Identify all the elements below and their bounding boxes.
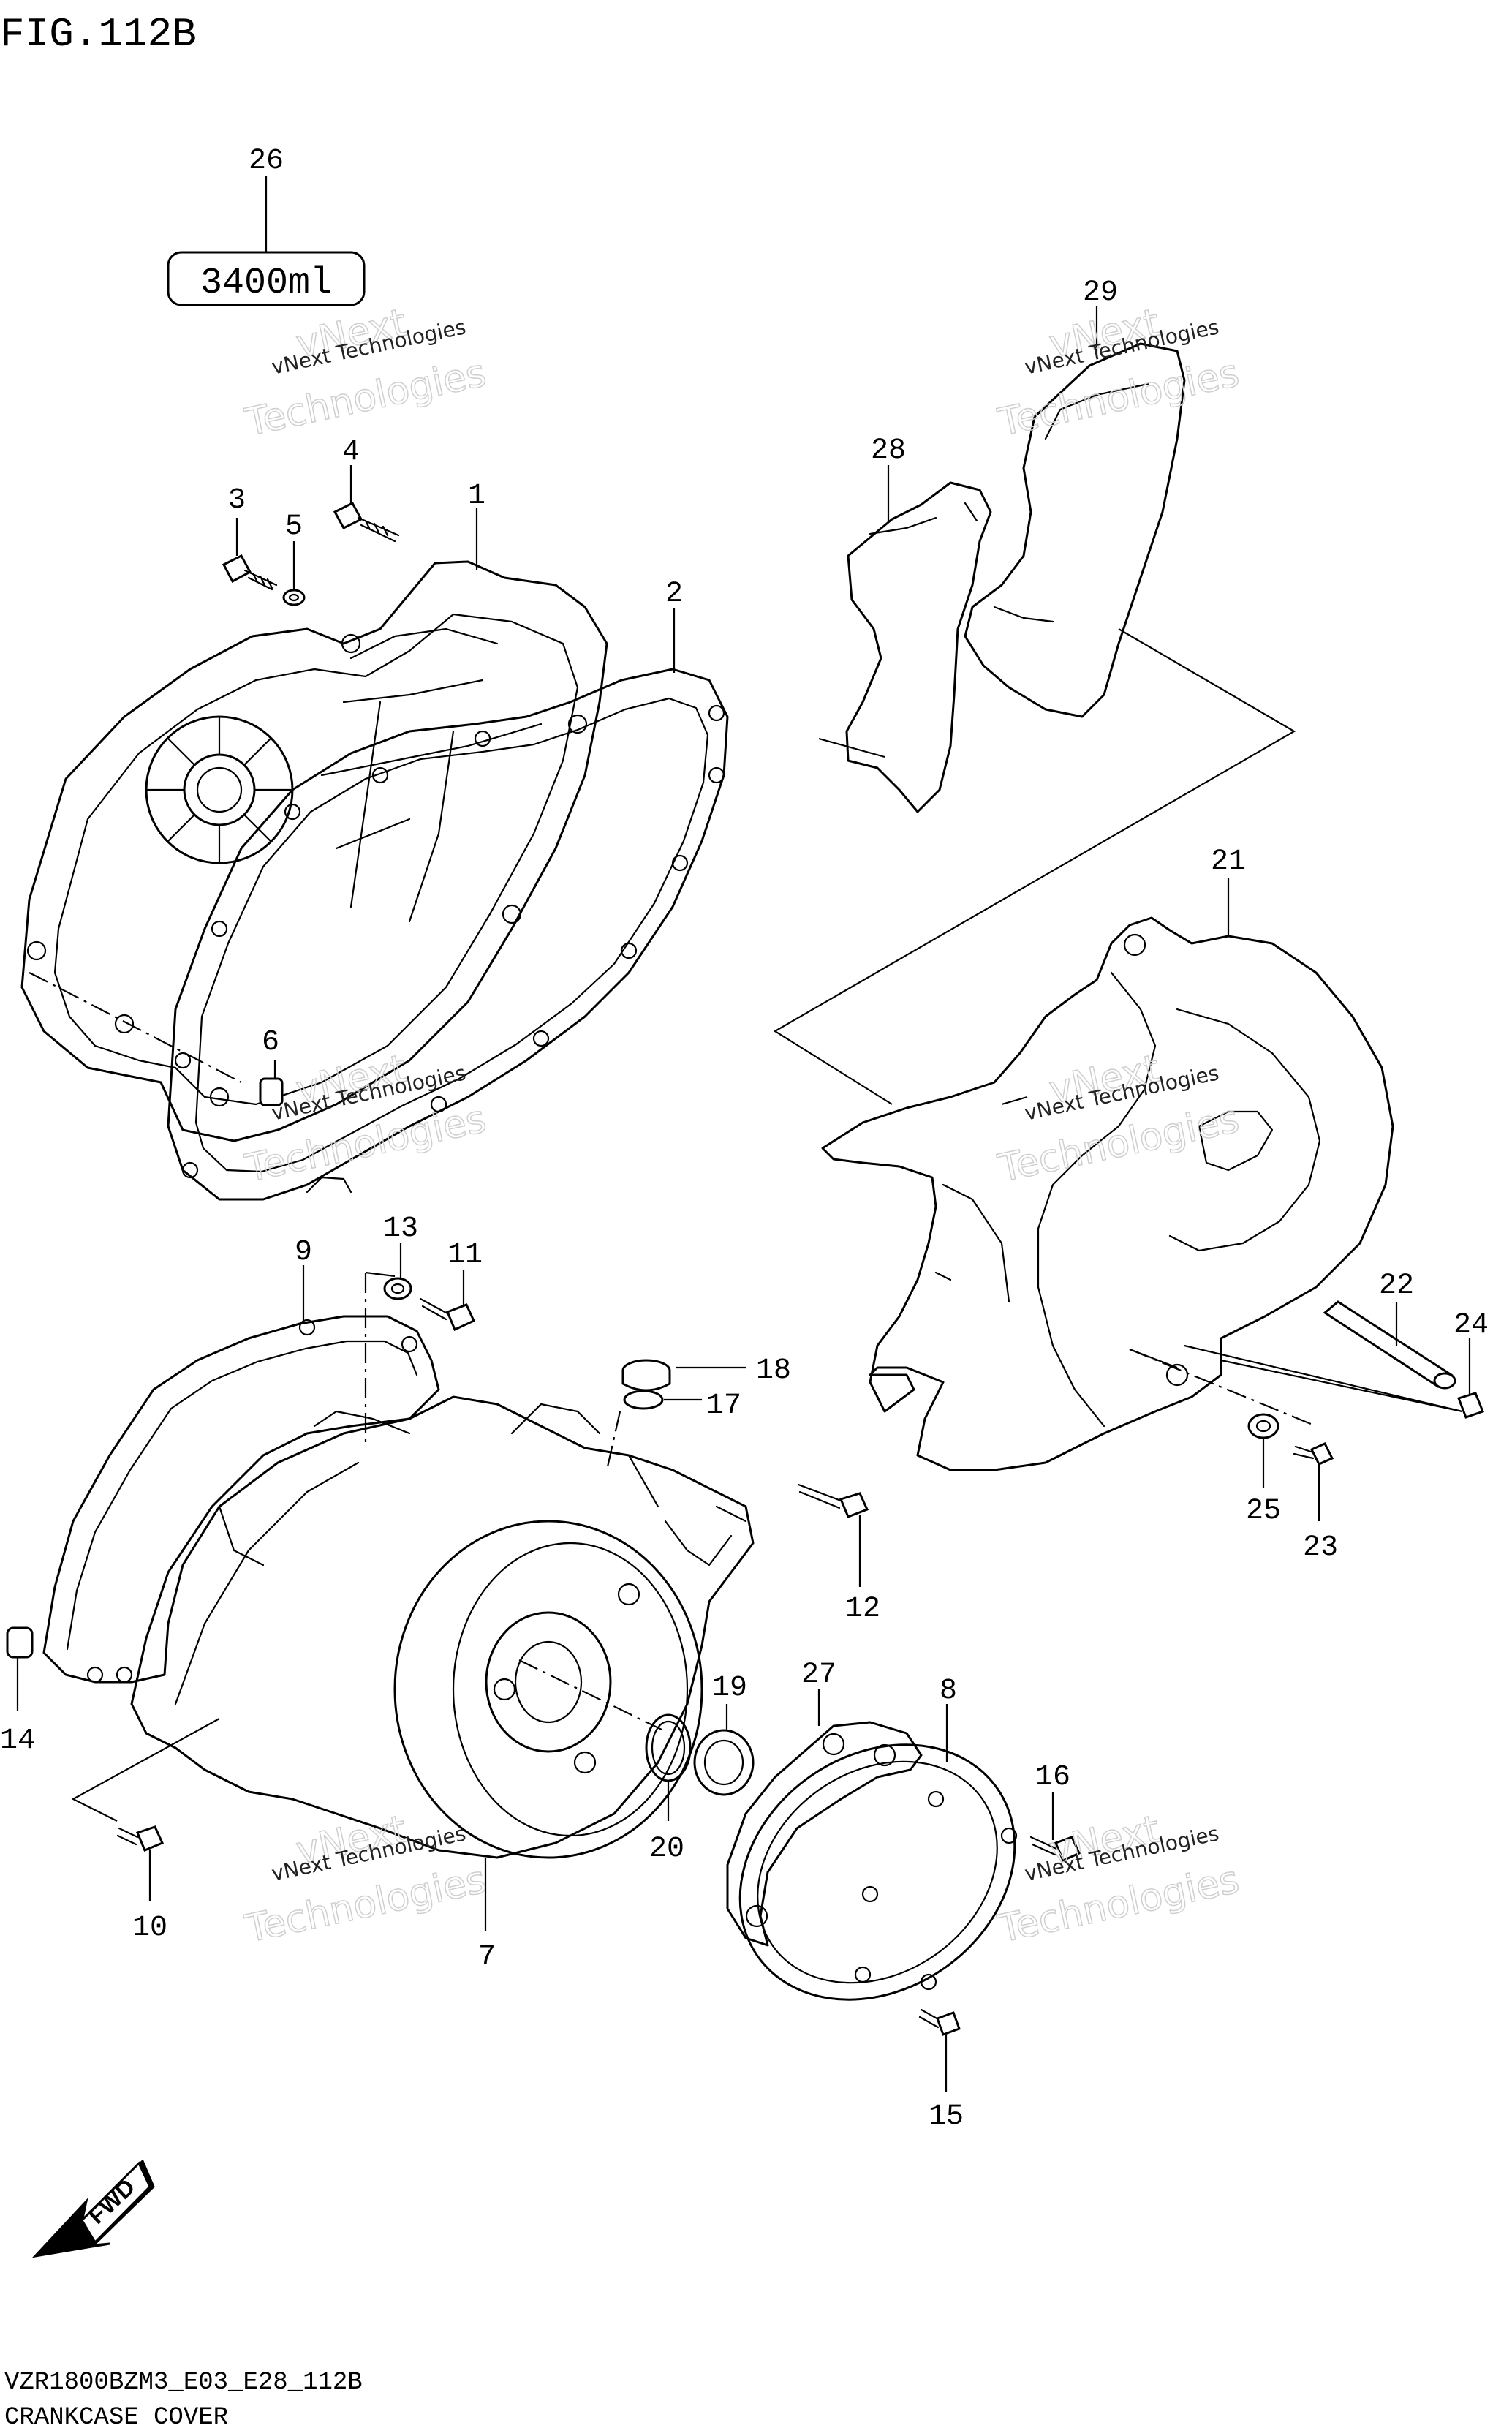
part-5-washer: [282, 589, 306, 606]
part-24-nut: [1457, 1392, 1484, 1419]
part-22-spacer: [1323, 1300, 1456, 1390]
figure-title: FIG.112B: [0, 11, 197, 58]
part-8-clutch-cover: [738, 1743, 1018, 2001]
callout-6: 6: [262, 1026, 279, 1059]
callout-23: 23: [1303, 1531, 1338, 1564]
callout-numbers: 26 3 4 5 1 2 6 28 29 21 22 24 25 23 9 13…: [0, 145, 1489, 2133]
part-28-plate: [845, 481, 992, 813]
part-19-plug: [693, 1729, 755, 1796]
part-1-crankcase-cover-inner: [20, 560, 608, 1142]
assembly-lines: [29, 628, 1463, 1822]
part-29-plate: [964, 342, 1186, 718]
callout-28: 28: [871, 434, 906, 467]
part-3-bolt: [222, 554, 278, 591]
callout-11: 11: [447, 1239, 483, 1272]
watermark-top-right: Technologies vNext vNext Technologies: [994, 301, 1244, 446]
callout-5: 5: [285, 510, 303, 543]
part-2-gasket: [167, 668, 729, 1201]
capacity-text: 3400ml: [200, 263, 332, 304]
callout-15: 15: [929, 2100, 964, 2133]
callout-4: 4: [342, 436, 360, 469]
callout-29: 29: [1083, 276, 1118, 309]
watermark-mid-right: Technologies vNext vNext Technologies: [994, 1047, 1244, 1192]
callout-12: 12: [845, 1593, 880, 1626]
part-27-cover-gasket: [726, 1721, 923, 1947]
callout-2: 2: [665, 578, 683, 611]
fwd-arrow-badge: FWD: [31, 2159, 155, 2258]
callout-18: 18: [756, 1354, 791, 1387]
callout-22: 22: [1379, 1270, 1414, 1302]
callout-16: 16: [1035, 1761, 1070, 1794]
callout-27: 27: [801, 1659, 836, 1692]
part-15-bolt: [918, 2008, 961, 2036]
callout-1: 1: [468, 480, 485, 513]
part-12-bolt: [797, 1483, 869, 1518]
callout-14: 14: [0, 1724, 35, 1757]
callout-24: 24: [1454, 1309, 1489, 1342]
callout-7: 7: [478, 1941, 496, 1974]
callout-3: 3: [228, 484, 246, 517]
callout-21: 21: [1211, 845, 1246, 878]
watermark-bottom-left: Technologies vNext vNext Technologies: [241, 1807, 491, 1953]
part-21-outer-cover: [821, 916, 1394, 1471]
part-25-grommet: [1247, 1413, 1279, 1439]
watermark-bottom-right: Technologies vNext vNext Technologies: [994, 1807, 1244, 1953]
part-7-outer-cover: [130, 1395, 755, 1859]
part-9-gasket: [42, 1315, 440, 1684]
callout-19: 19: [712, 1672, 747, 1705]
watermark-top-left: Technologies vNext vNext Technologies: [241, 301, 491, 446]
callout-20: 20: [649, 1833, 684, 1866]
callout-8: 8: [940, 1675, 957, 1708]
part-16-bolt: [1029, 1836, 1081, 1863]
part-6-dowel-pin: [259, 1077, 284, 1106]
part-11-bolt: [419, 1297, 475, 1332]
part-4-bolt: [333, 502, 400, 543]
callout-9: 9: [295, 1236, 312, 1269]
callout-10: 10: [132, 1912, 167, 1945]
model-code: VZR1800BZM3_E03_E28_112B: [4, 2369, 363, 2397]
part-17-o-ring: [623, 1390, 664, 1410]
callout-26: 26: [249, 145, 284, 178]
section-title: CRANKCASE COVER: [4, 2404, 228, 2428]
callout-25: 25: [1246, 1495, 1281, 1528]
callout-17: 17: [706, 1390, 741, 1422]
leader-lines: [16, 306, 1471, 2092]
part-26-oil-capacity: 3400ml: [167, 176, 366, 306]
part-13-washer: [383, 1277, 412, 1300]
part-23-bolt: [1293, 1442, 1334, 1466]
part-18-oil-filler-plug: [621, 1359, 671, 1392]
part-14-dowel-pin: [6, 1626, 34, 1659]
part-10-bolt: [116, 1825, 165, 1852]
callout-13: 13: [383, 1213, 418, 1245]
